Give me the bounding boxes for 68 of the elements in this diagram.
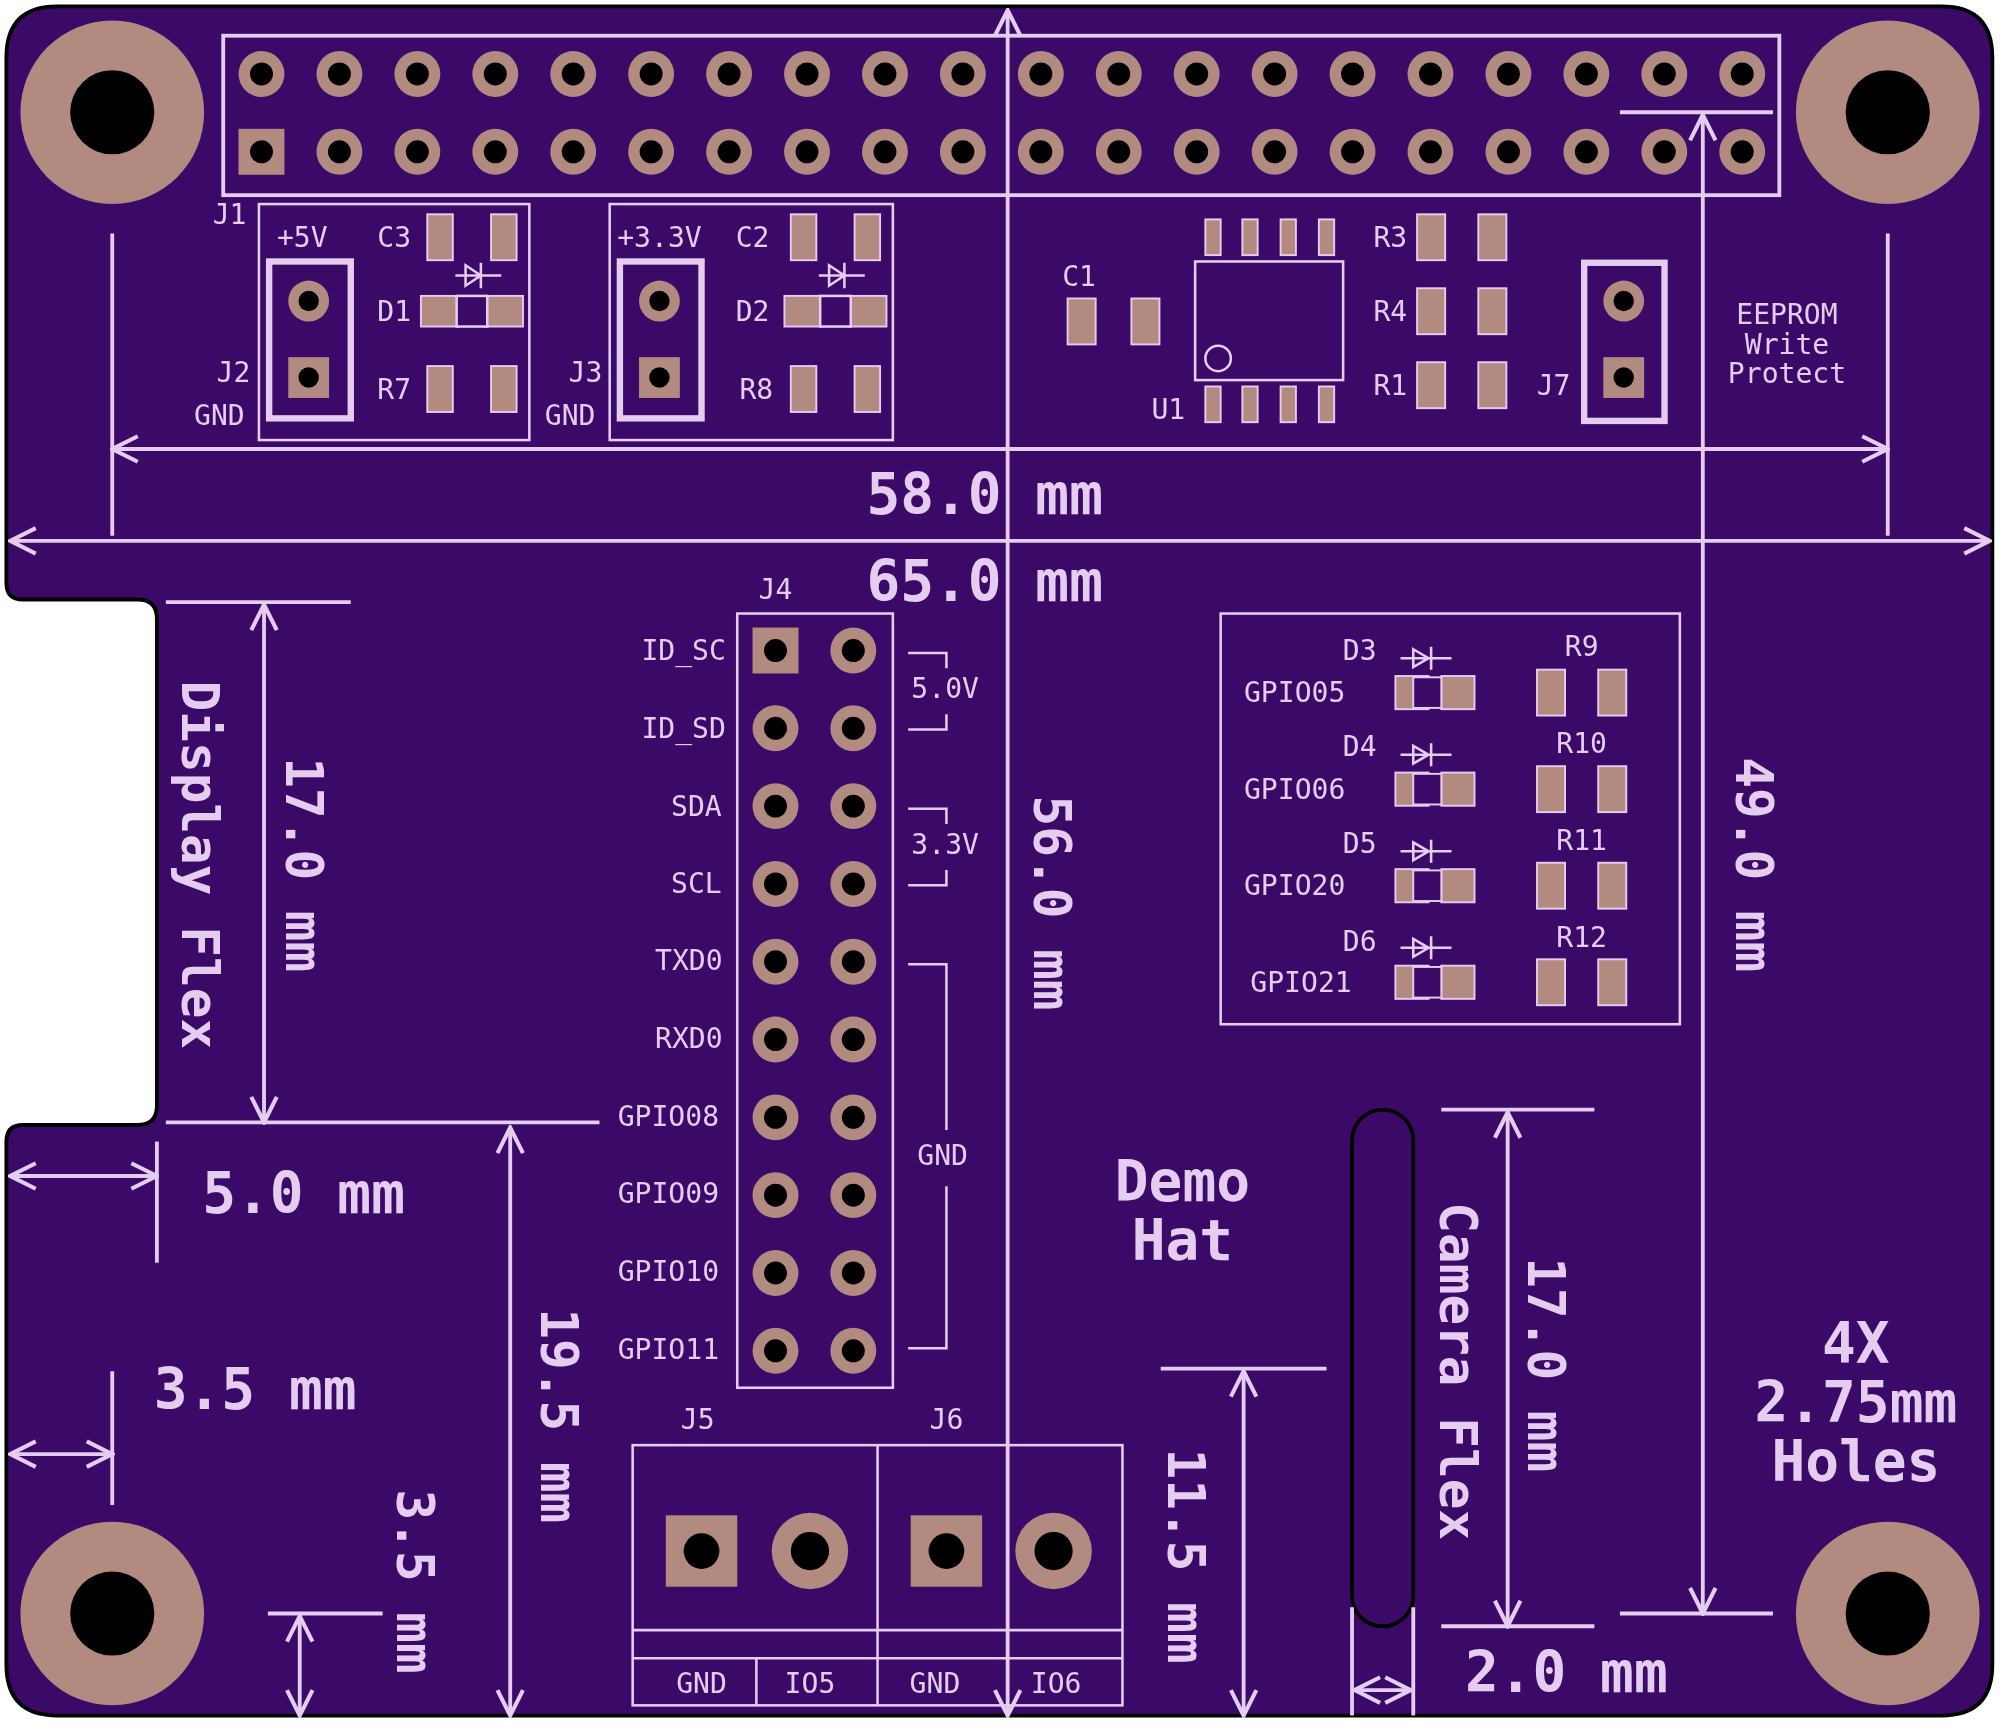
dimension-value: 56.0 mm xyxy=(1025,795,1080,1011)
designator-label: D3 xyxy=(1342,635,1377,666)
designator-label: R10 xyxy=(1556,728,1607,759)
net-label: TXD0 xyxy=(655,945,723,976)
net-label: 5.0V xyxy=(911,674,979,704)
designator-label: R1 xyxy=(1373,370,1408,400)
connector-label: Camera Flex xyxy=(1431,1202,1485,1541)
net-label: +5V xyxy=(276,222,328,252)
dimension-value: 49.0 mm xyxy=(1727,757,1781,973)
net-label: IO6 xyxy=(1030,1668,1082,1699)
note-text: EEPROM Write Protect xyxy=(1726,300,1848,389)
net-label: 3.3V xyxy=(911,829,979,860)
net-label: ID_SC xyxy=(641,635,726,666)
designator-label: J5 xyxy=(680,1404,715,1435)
dimension-value: 58.0 mm xyxy=(866,465,1103,525)
designator-label: D1 xyxy=(377,296,412,326)
designator-label: D6 xyxy=(1342,926,1377,957)
designator-label: R12 xyxy=(1556,922,1607,953)
dimension-value: 2.0 mm xyxy=(1464,1644,1668,1703)
designator-label: D5 xyxy=(1342,828,1377,858)
dimension-value: 17.0 mm xyxy=(276,757,331,973)
designator-label: R3 xyxy=(1373,222,1408,252)
designator-label: J1 xyxy=(212,199,247,229)
net-label: RXD0 xyxy=(655,1023,723,1053)
net-label: GPIO10 xyxy=(617,1256,720,1287)
note-text: 4X 2.75mm Holes xyxy=(1753,1314,1959,1492)
net-label: GND xyxy=(917,1140,968,1171)
designator-label: R4 xyxy=(1373,296,1408,326)
designator-label: D4 xyxy=(1342,731,1377,761)
connector-label: Display Flex xyxy=(173,680,228,1050)
net-label: GPIO20 xyxy=(1243,870,1346,900)
designator-label: R11 xyxy=(1556,825,1607,856)
net-label: GPIO21 xyxy=(1250,967,1352,997)
net-label: GND xyxy=(194,401,245,431)
designator-label: D2 xyxy=(735,296,770,326)
net-label: IO5 xyxy=(784,1668,836,1699)
net-label: GND xyxy=(909,1668,961,1699)
board-title: Demo Hat xyxy=(1113,1152,1251,1271)
designator-label: J4 xyxy=(758,574,793,604)
dimension-value: 3.5 mm xyxy=(153,1360,357,1420)
dimension-value: 17.0 mm xyxy=(1519,1257,1573,1473)
net-label: +3.3V xyxy=(617,222,702,252)
designator-label: C1 xyxy=(1062,262,1096,292)
net-label: ID_SD xyxy=(641,713,726,744)
net-label: GND xyxy=(544,401,596,431)
dimension-value: 11.5 mm xyxy=(1159,1448,1213,1664)
net-label: GND xyxy=(676,1668,727,1699)
designator-label: R9 xyxy=(1564,631,1599,662)
net-label: GPIO08 xyxy=(617,1101,720,1131)
designator-label: J6 xyxy=(929,1404,964,1435)
dimension-value: 19.5 mm xyxy=(531,1308,586,1524)
designator-label: R8 xyxy=(739,374,774,404)
dimension-value: 3.5 mm xyxy=(387,1489,442,1674)
designator-label: J7 xyxy=(1536,370,1571,400)
dimension-value: 65.0 mm xyxy=(866,552,1103,612)
designator-label: C3 xyxy=(377,222,412,252)
net-label: GPIO11 xyxy=(617,1334,720,1365)
dimension-value: 5.0 mm xyxy=(202,1164,405,1224)
designator-label: R7 xyxy=(377,374,412,404)
net-label: SCL xyxy=(671,869,722,899)
designator-label: J2 xyxy=(216,357,251,388)
designator-label: J3 xyxy=(568,357,603,388)
net-label: GPIO05 xyxy=(1243,677,1346,708)
net-label: GPIO06 xyxy=(1243,774,1346,805)
designator-label: U1 xyxy=(1151,394,1186,425)
net-label: SDA xyxy=(671,791,722,821)
designator-label: C2 xyxy=(735,222,770,252)
net-label: GPIO09 xyxy=(617,1179,720,1209)
